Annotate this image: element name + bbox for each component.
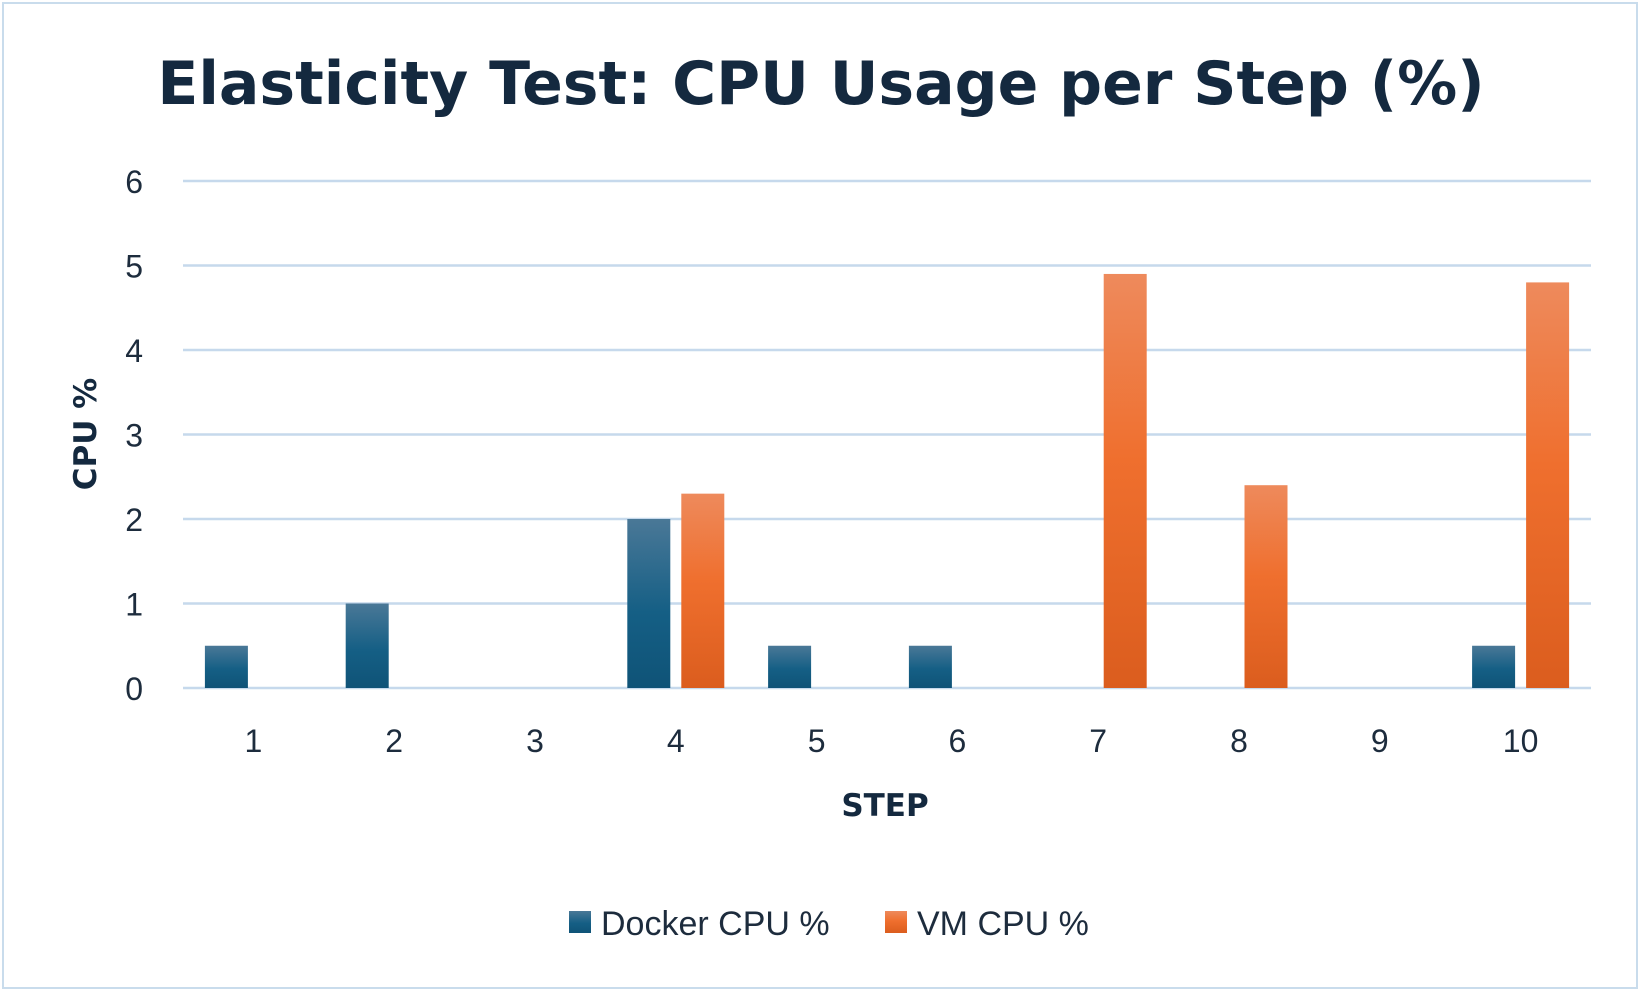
legend: Docker CPU % VM CPU % xyxy=(569,905,1089,943)
x-axis-label: STEP xyxy=(841,788,928,824)
bar-docker-step-2 xyxy=(345,603,389,688)
bar-vm-step-7 xyxy=(1103,273,1147,688)
y-tick-label: 6 xyxy=(125,164,143,200)
x-tick-label: 9 xyxy=(1371,723,1389,759)
bars xyxy=(204,273,1570,688)
legend-swatch xyxy=(569,911,591,933)
y-tick-label: 0 xyxy=(125,671,143,707)
legend-label: Docker CPU % xyxy=(601,905,830,943)
legend-label: VM CPU % xyxy=(917,905,1089,943)
y-tick-label: 1 xyxy=(125,587,143,623)
x-tick-label: 1 xyxy=(245,723,263,759)
y-tick-label: 2 xyxy=(125,502,143,538)
x-axis-ticks: 1 2 3 4 5 6 7 8 9 10 xyxy=(245,723,1539,759)
y-tick-label: 3 xyxy=(125,418,143,454)
x-tick-label: 3 xyxy=(526,723,544,759)
x-tick-label: 2 xyxy=(385,723,403,759)
bar-docker-step-5 xyxy=(768,645,812,688)
bar-docker-step-10 xyxy=(1472,645,1516,688)
y-tick-label: 4 xyxy=(125,333,143,369)
bar-docker-step-4 xyxy=(627,519,671,688)
bar-vm-step-4 xyxy=(681,493,725,688)
x-tick-label: 6 xyxy=(949,723,967,759)
bar-vm-step-8 xyxy=(1244,485,1288,688)
gridlines xyxy=(183,179,1591,690)
legend-swatch xyxy=(885,911,907,933)
x-tick-label: 10 xyxy=(1503,723,1539,759)
x-tick-label: 8 xyxy=(1230,723,1248,759)
bar-vm-step-10 xyxy=(1526,282,1570,688)
y-axis-ticks: 0 1 2 3 4 5 6 xyxy=(125,164,143,707)
x-tick-label: 4 xyxy=(667,723,685,759)
y-tick-label: 5 xyxy=(125,249,143,285)
chart-title: Elasticity Test: CPU Usage per Step (%) xyxy=(157,49,1484,119)
y-axis-label: CPU % xyxy=(68,378,104,491)
bar-docker-step-1 xyxy=(204,645,248,688)
x-tick-label: 7 xyxy=(1089,723,1107,759)
bar-docker-step-6 xyxy=(908,645,952,688)
x-tick-label: 5 xyxy=(808,723,826,759)
